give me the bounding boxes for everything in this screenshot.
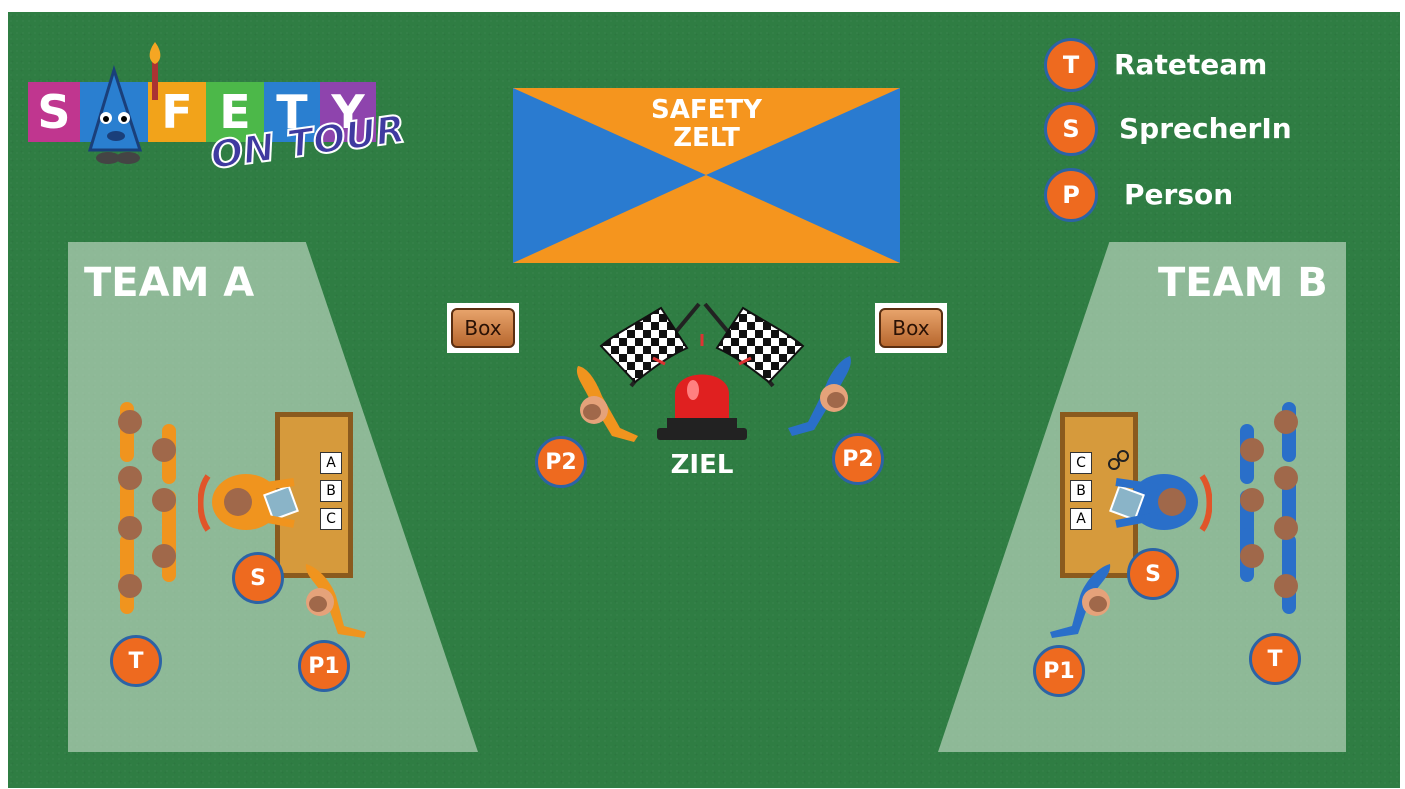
team-a-p1-badge: P1 [298,640,350,692]
team-b-rateteam-figures [1228,398,1308,618]
left-runner-figure [568,356,648,446]
team-b-label: TEAM B [1158,260,1328,306]
team-a-card-b[interactable]: B [320,480,342,502]
team-a-card-a[interactable]: A [320,452,342,474]
team-b-rateteam-badge: T [1249,633,1301,685]
tent-title-line1: SAFETY [513,96,900,124]
team-b-speaker-figure [1100,468,1212,538]
logo-tile-s [28,82,80,142]
team-a-speaker-figure [198,468,310,538]
legend-label-rateteam: Rateteam [1114,48,1267,81]
legend-badge-t: T [1044,38,1098,92]
box-button-right-label: Box [879,308,943,348]
legend-label-sprecherin: SprecherIn [1119,112,1292,145]
left-p2-badge: P2 [535,436,587,488]
box-button-left[interactable]: Box [447,303,519,353]
team-b-card-a[interactable]: A [1070,508,1092,530]
team-b-p1-figure [1040,556,1120,646]
box-button-left-label: Box [451,308,515,348]
team-a-rateteam-figures [108,398,188,618]
legend-badge-p: P [1044,168,1098,222]
legend-badge-s: S [1044,102,1098,156]
team-a-p1-figure [296,556,376,646]
box-button-right[interactable]: Box [875,303,947,353]
finish-label: ZIEL [660,450,744,480]
team-b-p1-badge: P1 [1033,645,1085,697]
team-a-card-c[interactable]: C [320,508,342,530]
tent-title: SAFETY ZELT [513,96,900,152]
right-p2-badge: P2 [832,433,884,485]
right-runner-figure [780,350,860,440]
team-b-speaker-badge: S [1127,548,1179,600]
legend-label-person: Person [1124,178,1233,211]
tent-title-line2: ZELT [513,124,900,152]
team-a-label: TEAM A [84,260,254,306]
team-a-rateteam-badge: T [110,635,162,687]
team-a-speaker-badge: S [232,552,284,604]
team-b-card-c[interactable]: C [1070,452,1092,474]
team-b-card-b[interactable]: B [1070,480,1092,502]
